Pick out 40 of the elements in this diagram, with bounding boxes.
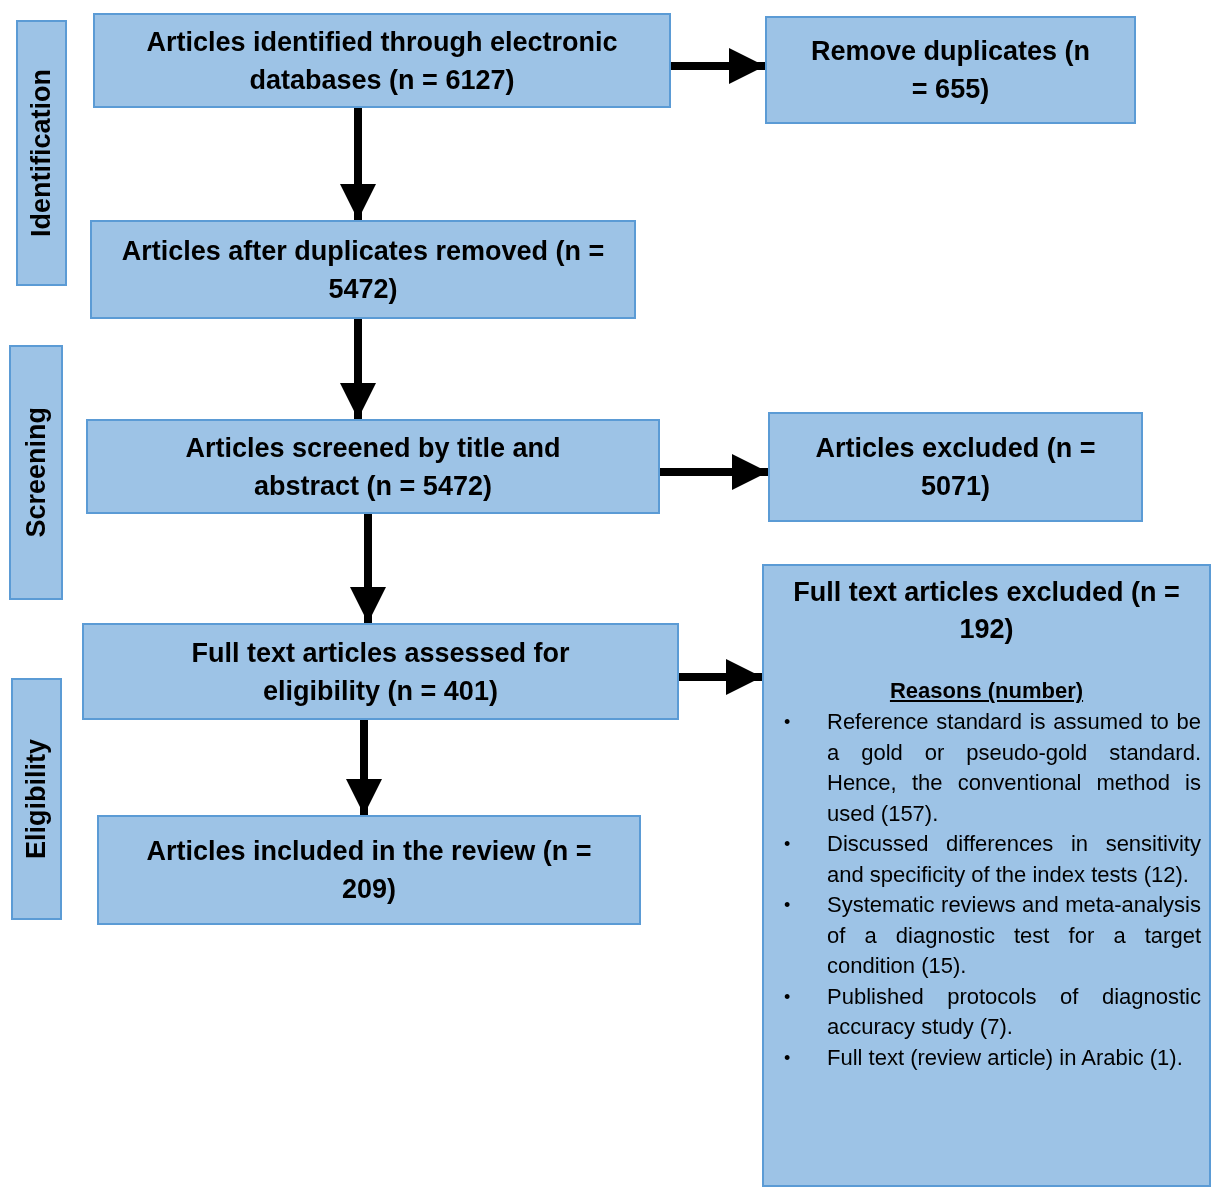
arrow [346,720,382,815]
box-label: Articles included in the review (n = 209) [145,835,593,906]
subheading: Reasons (number) [889,677,1084,705]
process-box [86,419,660,514]
process-box [762,564,1211,1187]
arrow [671,48,765,84]
stage-label: Screening [22,407,50,538]
stage-box [16,20,67,286]
box-label: Remove duplicates (n = 655) [809,35,1092,106]
bullet-marker: • [784,1046,791,1070]
stage-box [11,678,62,920]
bullet-marker: • [784,894,791,917]
process-box [90,220,636,319]
arrow [340,319,376,419]
stage-label: Eligibility [23,739,50,859]
bullet-marker: • [784,711,791,734]
process-box [765,16,1136,124]
reason-text: Discussed differences in sensitivity and specificity of the index tests (12). [827,830,1201,889]
reason-text: Reference standard is assumed to be a gold or pseudo-gold standard. Hence, the conventional method is used (157). [827,708,1201,828]
reason-text: Published protocols of diagnostic accuracy study (7). [827,982,1201,1041]
reason-text: Systematic reviews and meta-analysis of a diagnostic test for a target condition (15). [827,891,1201,980]
process-box [768,412,1143,522]
box-label: Full text articles assessed for eligibility (n = 401) [190,636,571,708]
arrow [340,108,376,220]
process-box [82,623,679,720]
bullet-marker: • [784,833,791,856]
stage-label: Identification [28,69,55,237]
process-box [93,13,671,108]
arrow [660,454,768,490]
box-title: Full text articles excluded (n = 192) [792,576,1181,646]
stage-box [9,345,63,600]
box-label: Articles screened by title and abstract (n = 5472) [184,431,562,503]
box-label: Articles after duplicates removed (n = 5472) [120,234,606,306]
bullet-marker: • [784,985,791,1009]
arrow [350,514,386,623]
reason-text: Full text (review article) in Arabic (1). [827,1043,1184,1072]
arrow [679,659,762,695]
process-box [97,815,641,925]
box-label: Articles excluded (n = 5071) [814,432,1097,503]
box-label: Articles identified through electronic databases (n = 6127) [145,25,619,97]
